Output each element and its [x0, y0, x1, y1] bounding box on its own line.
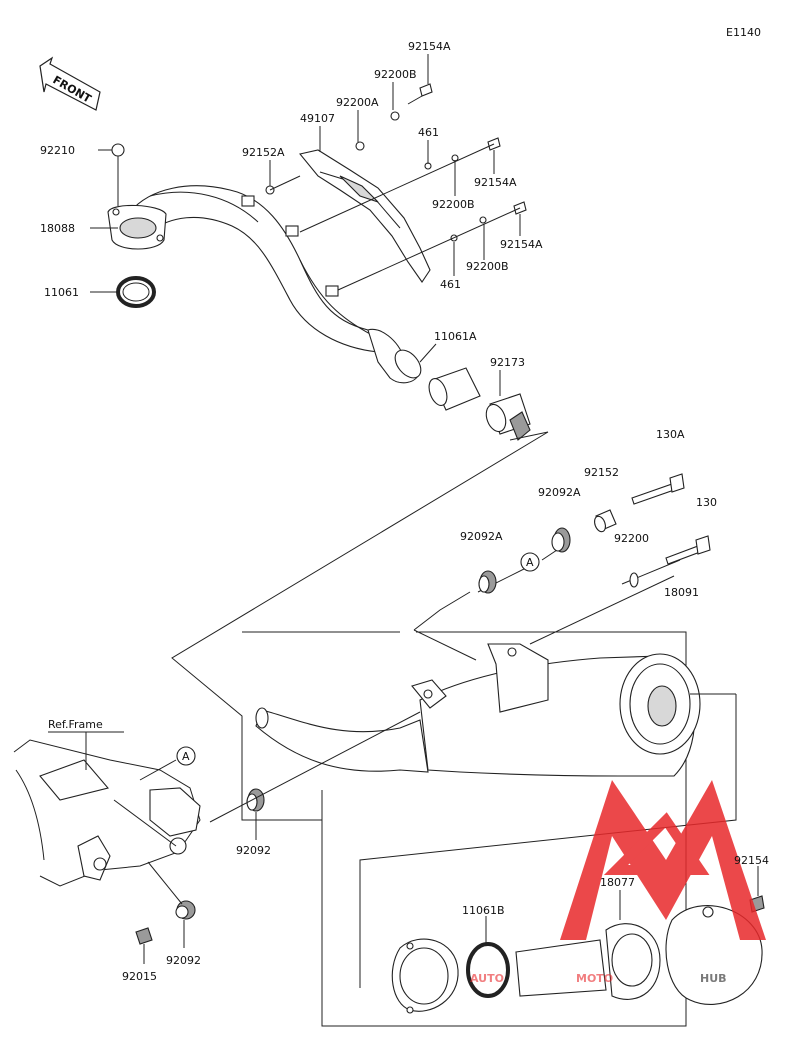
label-92200B-mid: 92200B: [432, 198, 475, 211]
label-92152: 92152: [584, 466, 619, 479]
frame-bracket: [13, 732, 201, 887]
label-130: 130: [696, 496, 717, 509]
sleeve-11061A: [428, 367, 481, 411]
part-labels: 92154A 92200B 92200A 49107 461 92152A 92…: [40, 40, 769, 983]
label-92173: 92173: [490, 356, 525, 369]
label-130A: 130A: [656, 428, 685, 441]
label-92092A-left: 92092A: [460, 530, 503, 543]
bolt-130A: [631, 473, 685, 505]
label-92092-low: 92092: [166, 954, 201, 967]
bolt-130: [665, 535, 711, 565]
label-11061B: 11061B: [462, 904, 505, 917]
leader-lines-upper: [90, 54, 521, 396]
label-11061: 11061: [44, 286, 79, 299]
watermark-logo: AUTO MOTO HUB: [470, 780, 766, 985]
marker-a-upper: [520, 552, 540, 572]
label-461-low: 461: [440, 278, 461, 291]
watermark-brand-right: HUB: [700, 972, 727, 985]
label-92154A-low: 92154A: [500, 238, 543, 251]
label-92210: 92210: [40, 144, 75, 157]
nut-92015: [135, 927, 153, 964]
watermark-brand-mid: MOTO: [576, 972, 613, 985]
label-11061A: 11061A: [434, 330, 477, 343]
collar-92152: [594, 509, 617, 533]
marker-a-upper-label: A: [526, 556, 534, 569]
label-461-top: 461: [418, 126, 439, 139]
damper-92092-low: [147, 861, 196, 948]
label-92154A-mid: 92154A: [474, 176, 517, 189]
label-92200A: 92200A: [336, 96, 379, 109]
clamp-92173: [485, 393, 549, 441]
label-92154: 92154: [734, 854, 769, 867]
label-92200B-low: 92200B: [466, 260, 509, 273]
gasket-11061B: [466, 942, 510, 998]
damper-92092A-left: [478, 570, 497, 594]
muffler-18091: [255, 643, 737, 988]
label-92200B-top: 92200B: [374, 68, 417, 81]
label-18077: 18077: [600, 876, 635, 889]
label-92092-mid: 92092: [236, 844, 271, 857]
label-18088: 18088: [40, 222, 75, 235]
washer-92200: [629, 572, 639, 588]
label-92152A: 92152A: [242, 146, 285, 159]
exhaust-head-pipe: [107, 185, 422, 384]
watermark-brand-left: AUTO: [470, 972, 504, 985]
damper-92092-mid: [209, 711, 421, 840]
label-92200: 92200: [614, 532, 649, 545]
label-92015: 92015: [122, 970, 157, 983]
ref-frame-label: Ref.Frame: [48, 718, 103, 731]
label-18091: 18091: [664, 586, 699, 599]
label-92092A-right: 92092A: [538, 486, 581, 499]
marker-a-lower-label: A: [182, 750, 190, 763]
marker-a-lower: [176, 746, 196, 766]
label-92154A-top: 92154A: [408, 40, 451, 53]
damper-92092A-right: [551, 527, 571, 553]
heat-guard-49107: [299, 149, 431, 283]
front-arrow-icon: FRONT: [39, 56, 101, 111]
label-49107: 49107: [300, 112, 335, 125]
diagram-code: E1140: [726, 26, 761, 39]
